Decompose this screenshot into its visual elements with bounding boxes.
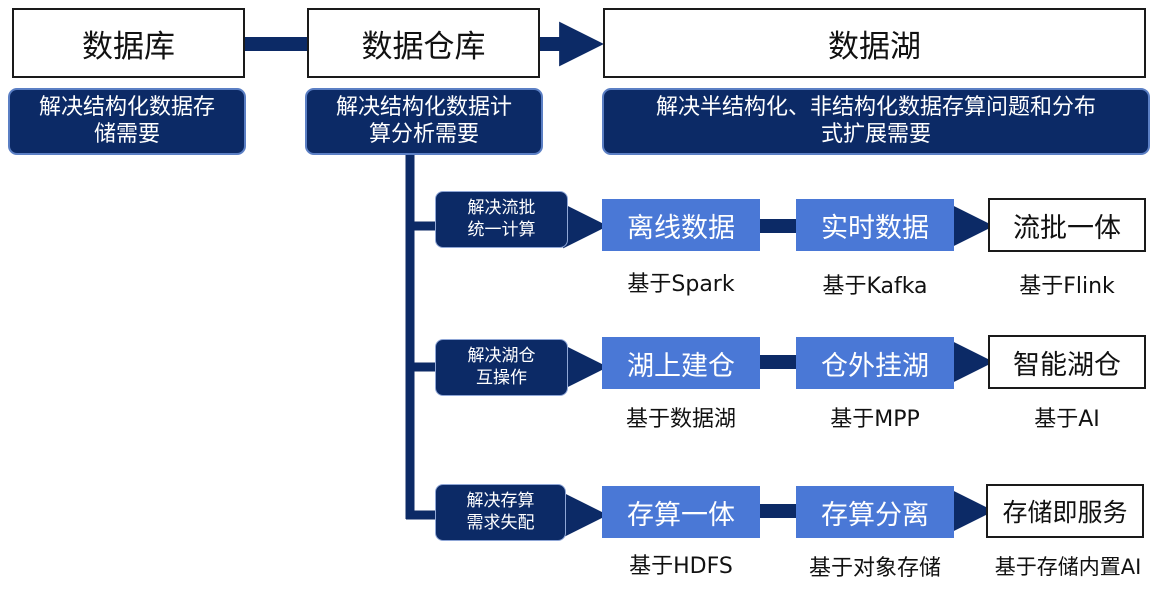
- data-warehouse-title: 数据仓库: [361, 28, 486, 65]
- note-object-storage: 基于对象存储: [808, 556, 941, 581]
- step-storage-as-a-service: 存储即服务: [986, 484, 1144, 538]
- note-hdfs: 基于HDFS: [629, 554, 733, 579]
- step-warehouse-on-lake: 湖上建仓: [602, 337, 760, 389]
- database-title: 数据库: [82, 28, 175, 65]
- step-storage-compute-separated: 存算分离: [796, 486, 954, 538]
- database-box: 数据库: [12, 8, 245, 78]
- data-lake-description: 解决半结构化、非结构化数据存算问题和分布 式扩展需要: [602, 88, 1150, 155]
- data-lake-box: 数据湖: [603, 8, 1146, 78]
- database-description: 解决结构化数据存 储需要: [8, 88, 246, 155]
- data-lake-description-text: 解决半结构化、非结构化数据存算问题和分布 式扩展需要: [655, 95, 1096, 147]
- note-mpp: 基于MPP: [830, 407, 920, 432]
- note-spark: 基于Spark: [627, 272, 735, 297]
- step-offline-data: 离线数据: [602, 199, 760, 251]
- data-warehouse-box: 数据仓库: [307, 8, 540, 78]
- step-external-lake: 仓外挂湖: [796, 337, 954, 389]
- data-warehouse-description-text: 解决结构化数据计 算分析需要: [335, 95, 512, 147]
- data-warehouse-description: 解决结构化数据计 算分析需要: [305, 88, 543, 155]
- branch-label-storage-compute-mismatch: 解决存算 需求失配: [435, 484, 566, 541]
- data-lake-title: 数据湖: [828, 28, 921, 65]
- note-ai: 基于AI: [1034, 407, 1100, 432]
- note-storage-builtin-ai: 基于存储内置AI: [994, 555, 1142, 579]
- note-flink: 基于Flink: [1019, 274, 1115, 299]
- step-stream-batch-unified: 流批一体: [988, 198, 1146, 252]
- note-kafka: 基于Kafka: [822, 274, 928, 299]
- step-storage-compute-integrated: 存算一体: [602, 486, 760, 538]
- step-realtime-data: 实时数据: [796, 199, 954, 251]
- database-description-text: 解决结构化数据存 储需要: [38, 95, 215, 147]
- branch-label-lake-warehouse-interop: 解决湖仓 互操作: [435, 339, 568, 396]
- step-intelligent-lakehouse: 智能湖仓: [988, 335, 1146, 389]
- note-data-lake: 基于数据湖: [625, 407, 736, 432]
- branch-label-stream-batch: 解决流批 统一计算: [435, 191, 568, 248]
